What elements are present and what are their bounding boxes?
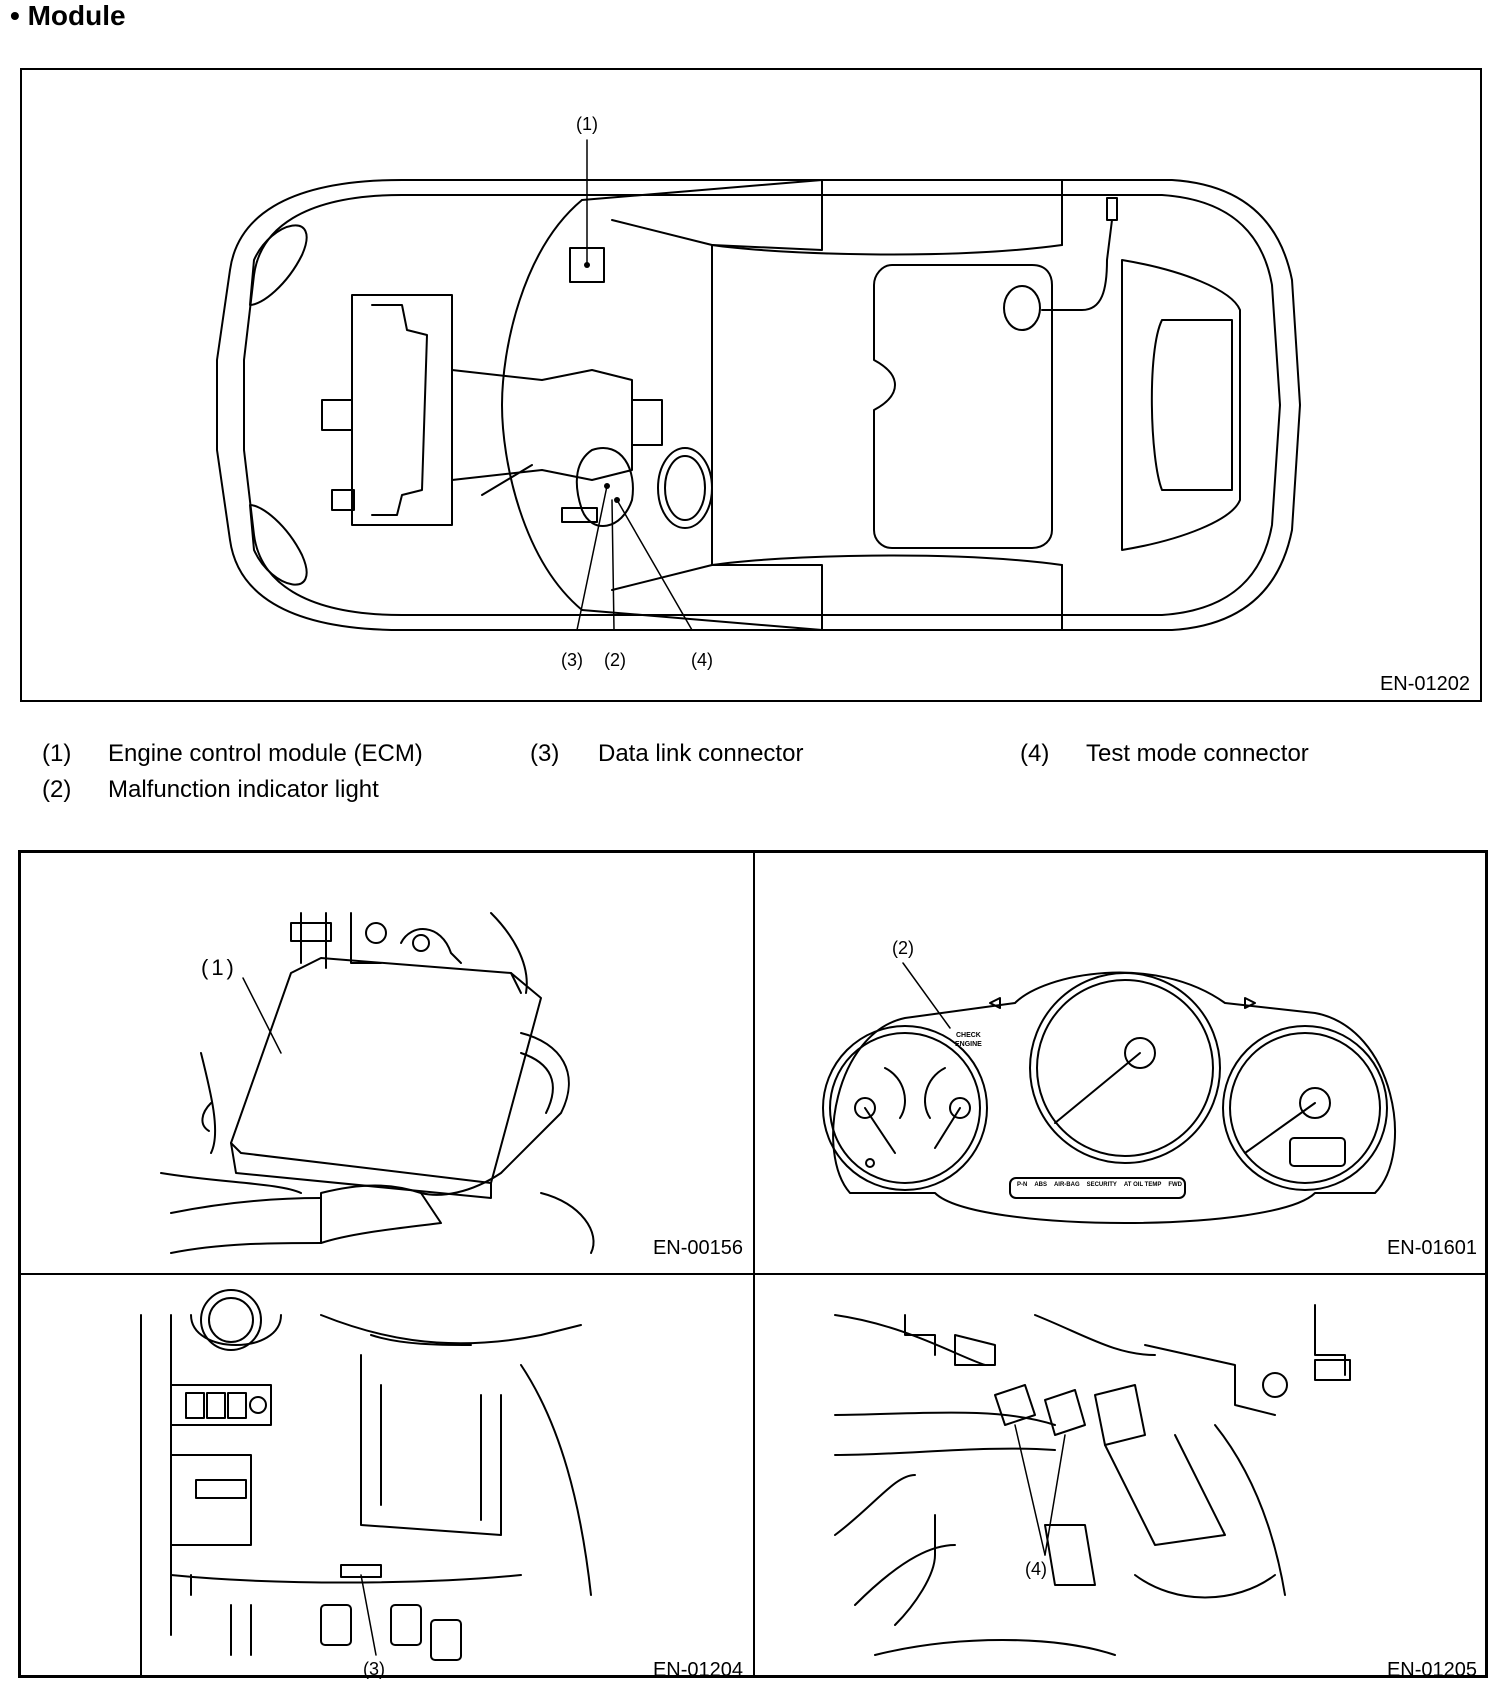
ecm-box-icon xyxy=(160,912,595,1254)
malfunction-indicator-icon xyxy=(822,962,1396,1224)
panel-mil: (2) CHECK ENGINE P-N ABS AIR-BAG SECURIT… xyxy=(755,853,1487,1264)
callout-3: (3) xyxy=(363,1659,385,1679)
page-title: • Module xyxy=(10,0,126,31)
figure-code: EN-01601 xyxy=(1386,1237,1477,1259)
legend: (1) Engine control module (ECM) (3) Data… xyxy=(0,740,1504,810)
figure-code: EN-01204 xyxy=(652,1659,743,1681)
legend-num: (3) xyxy=(530,740,560,767)
cluster-text: CHECK xyxy=(955,1032,981,1039)
indicator-label: AIR-BAG xyxy=(1053,1182,1080,1188)
legend-num: (2) xyxy=(42,776,72,803)
callout-4: (4) xyxy=(691,650,713,670)
callout-1: (1) xyxy=(201,955,237,980)
panel-ecm: (1) EN-00156 xyxy=(21,853,753,1264)
legend-num: (1) xyxy=(42,740,72,767)
indicator-label: P-N xyxy=(1017,1182,1028,1188)
legend-text: Engine control module (ECM) xyxy=(108,740,423,767)
divider xyxy=(21,1273,1485,1275)
panel-dlc: (3) EN-01204 xyxy=(21,1275,753,1686)
indicator-strip: P-N ABS AIR-BAG SECURITY AT OIL TEMP FWD xyxy=(1017,1182,1182,1188)
test-mode-connector-icon xyxy=(834,1304,1351,1656)
malfunction-indicator-icon xyxy=(575,447,634,527)
indicator-label: ABS xyxy=(1034,1182,1047,1188)
vehicle-overview-figure: (1) (3) (2) (4) EN-01202 xyxy=(20,68,1482,702)
detail-figure-grid: (1) EN-00156 xyxy=(18,850,1488,1681)
callout-2: (2) xyxy=(892,938,914,958)
divider xyxy=(753,853,755,1675)
indicator-label: FWD xyxy=(1168,1182,1182,1188)
cluster-text: ENGINE xyxy=(955,1041,982,1048)
callout-3: (3) xyxy=(561,650,583,670)
panel-test-mode: (4) EN-01205 xyxy=(755,1275,1487,1686)
figure-code: EN-00156 xyxy=(652,1237,743,1259)
callout-2: (2) xyxy=(604,650,626,670)
indicator-label: AT OIL TEMP xyxy=(1123,1182,1162,1188)
callout-1: (1) xyxy=(576,114,598,134)
legend-text: Data link connector xyxy=(598,740,804,767)
legend-num: (4) xyxy=(1020,740,1050,767)
legend-text: Malfunction indicator light xyxy=(108,776,379,803)
vehicle-top-view-icon: (1) (3) (2) (4) xyxy=(216,114,1301,670)
test-mode-connector-icon xyxy=(994,1384,1036,1426)
callout-4: (4) xyxy=(1025,1559,1047,1579)
data-link-connector-icon xyxy=(140,1289,592,1675)
check-engine-label: CHECK ENGINE xyxy=(955,1031,982,1049)
legend-text: Test mode connector xyxy=(1086,740,1309,767)
figure-code: EN-01202 xyxy=(1379,673,1470,695)
figure-code: EN-01205 xyxy=(1386,1659,1477,1681)
indicator-label: SECURITY xyxy=(1086,1182,1117,1188)
